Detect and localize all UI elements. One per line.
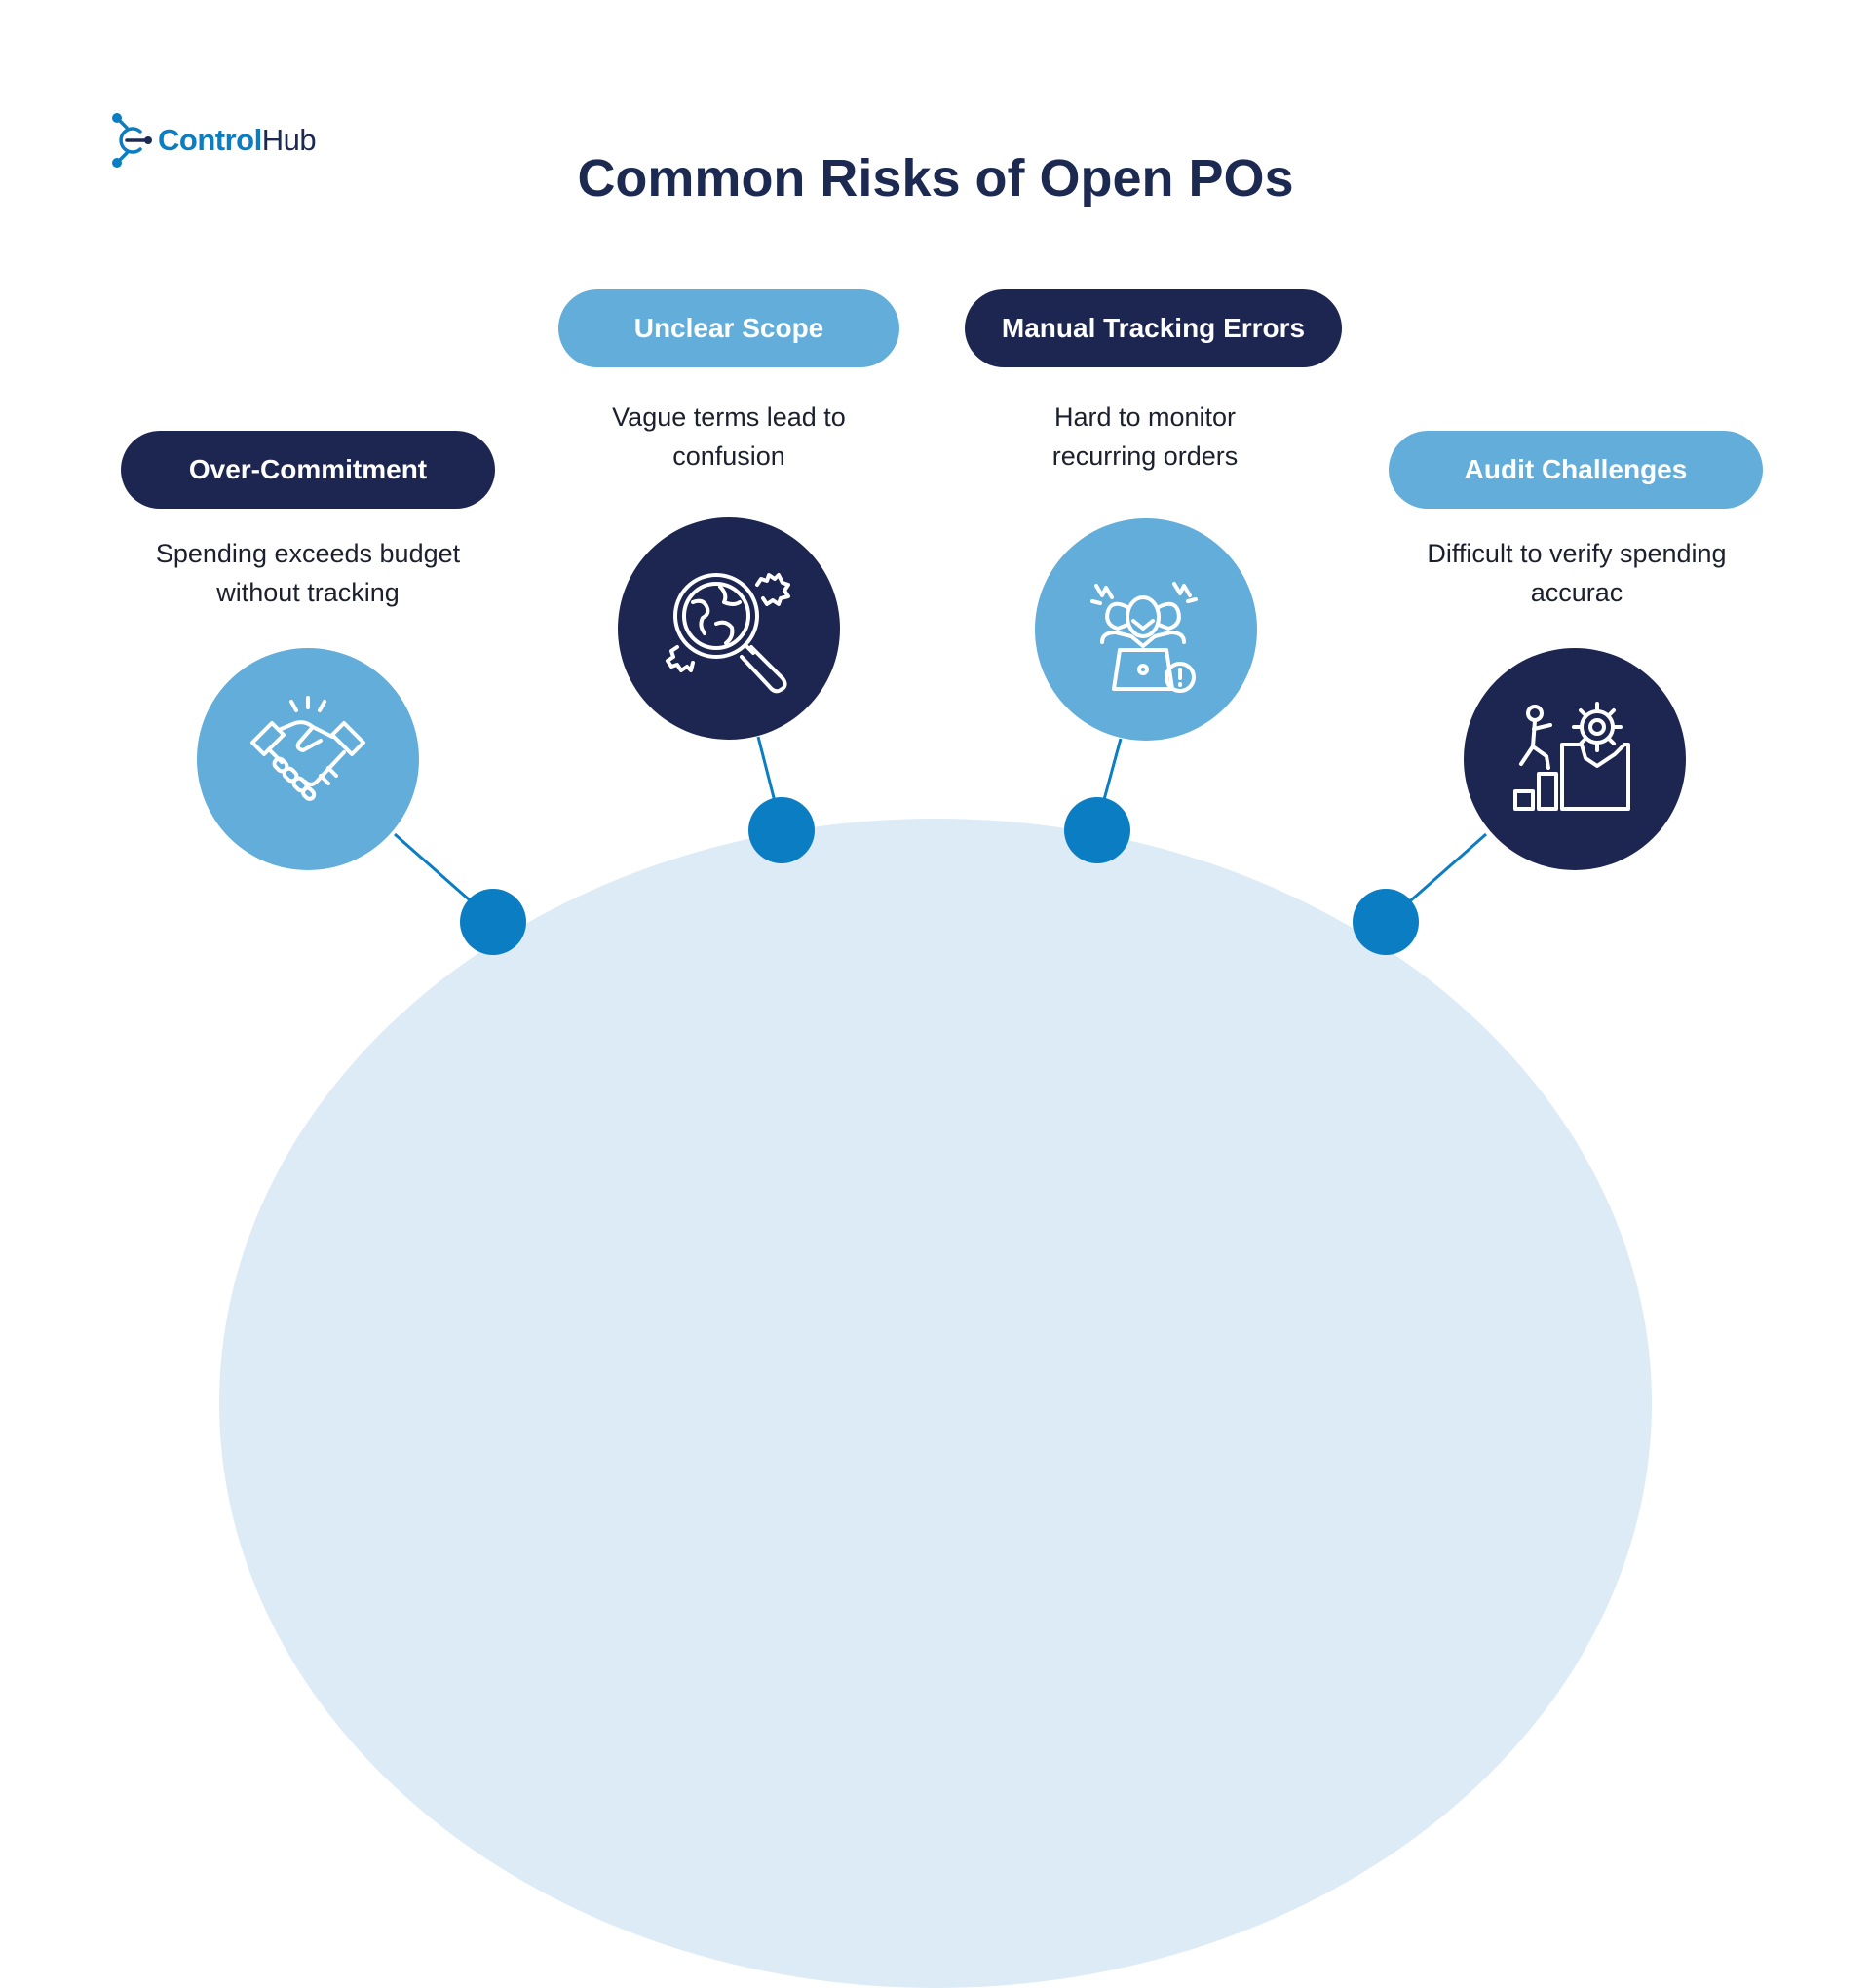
brand-name: ControlHub (158, 123, 317, 158)
connector-dot (1353, 889, 1419, 955)
risk-description-unclear-scope: Vague terms lead to confusion (534, 398, 924, 476)
risk-pill-audit-challenges: Audit Challenges (1389, 431, 1763, 509)
magnifier-globe-gears-icon (666, 573, 790, 694)
climbing-steps-gear-icon (1513, 702, 1630, 811)
molecule-logo-icon (112, 113, 152, 168)
risk-description-over-commitment: Spending exceeds budget without tracking (113, 534, 503, 612)
connector-lines (394, 736, 1487, 923)
risk-label: Audit Challenges (1464, 454, 1688, 484)
risk-description-audit-challenges: Difficult to verify spending accurac (1382, 534, 1772, 612)
stressed-person-laptop-icon (1090, 582, 1198, 693)
brand-name-part1: Control (158, 123, 262, 157)
risk-pill-over-commitment: Over-Commitment (121, 431, 495, 509)
brand-logo: ControlHub (111, 111, 317, 170)
risk-pill-unclear-scope: Unclear Scope (558, 289, 899, 367)
risk-label: Manual Tracking Errors (1001, 313, 1306, 343)
description-line: Spending exceeds budget (155, 539, 461, 568)
risk-icon-circle-unclear-scope (618, 517, 840, 740)
risk-description-manual-tracking-errors: Hard to monitor recurring orders (950, 398, 1340, 476)
connector-dot (460, 889, 526, 955)
description-line: Vague terms lead to (612, 402, 846, 432)
risk-label: Over-Commitment (188, 454, 428, 484)
brand-name-part2: Hub (261, 123, 317, 157)
risk-icon-circle-audit-challenges (1464, 648, 1686, 870)
connector-dot (1064, 797, 1130, 863)
risk-icon-circle-over-commitment (197, 648, 419, 870)
description-line: without tracking (216, 578, 400, 607)
connector-dot (748, 797, 815, 863)
risk-icon-circle-manual-tracking-errors (1035, 518, 1257, 741)
handshake-icon (250, 696, 365, 801)
page-title: Common Risks of Open POs (577, 149, 1294, 208)
description-line: accurac (1530, 578, 1623, 607)
description-line: recurring orders (1051, 441, 1239, 471)
risk-label: Unclear Scope (633, 313, 824, 343)
description-line: Hard to monitor (1053, 402, 1237, 432)
description-line: Difficult to verify spending (1427, 539, 1727, 568)
risk-pill-manual-tracking-errors: Manual Tracking Errors (965, 289, 1342, 367)
description-line: confusion (672, 441, 785, 471)
